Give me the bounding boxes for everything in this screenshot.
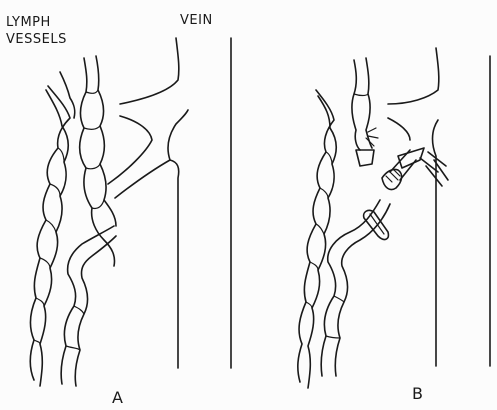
- lymph-a1-right-wall: [40, 90, 68, 386]
- vein-clamp-jaws: [420, 152, 448, 186]
- lymph-vessel-b2: [321, 148, 448, 376]
- lymph-vessel-a2: [61, 56, 116, 386]
- ligated-vessel-stump: [356, 150, 374, 166]
- panel-a: [30, 38, 231, 386]
- lymph-b2-valves: [326, 296, 344, 338]
- ligated-vessel: [352, 58, 378, 166]
- lymph-vessel-b1: [298, 90, 336, 388]
- vein-b-branch: [388, 118, 410, 140]
- lymph-a2-left-wall-upper: [96, 56, 116, 226]
- lymph-a1-valves: [34, 148, 64, 344]
- lymph-a2-lower-valves: [66, 306, 84, 350]
- panel-b: [298, 48, 490, 388]
- vein-a-left-wall-upper: [120, 38, 179, 104]
- ligated-vessel-left: [352, 60, 360, 150]
- ligated-vessel-valve: [354, 94, 368, 96]
- lymph-vessel-a1: [30, 72, 75, 386]
- anastomosis-cuff: [382, 169, 402, 189]
- ligated-vessel-right: [366, 58, 372, 148]
- vein-a-left-wall-lower: [115, 160, 179, 368]
- vein-a-branch-upper: [108, 116, 152, 184]
- vein-b-left-wall-upper: [388, 48, 439, 104]
- lymph-a2-valves: [84, 90, 104, 209]
- lymph-b1-right-wall: [308, 96, 336, 388]
- lymph-b1-left-wall: [298, 90, 334, 382]
- vein-a-tributary-cusp: [168, 110, 188, 160]
- vein-a: [108, 38, 231, 368]
- vein-b: [388, 48, 490, 366]
